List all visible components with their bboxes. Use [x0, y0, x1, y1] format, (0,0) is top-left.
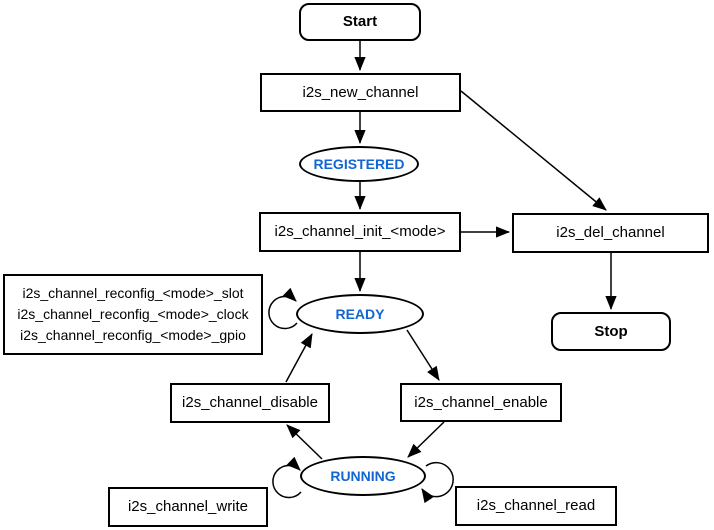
node-i2s-channel-write: i2s_channel_write — [108, 487, 268, 527]
node-i2s-new-channel: i2s_new_channel — [260, 73, 461, 112]
reconfig-slot-label: i2s_channel_reconfig_<mode>_slot — [22, 285, 244, 301]
state-running-label: RUNNING — [330, 467, 396, 484]
node-i2s-channel-enable-label: i2s_channel_enable — [414, 393, 548, 411]
state-registered: REGISTERED — [299, 146, 419, 182]
state-running: RUNNING — [300, 456, 426, 496]
node-reconfig-functions: i2s_channel_reconfig_<mode>_slot i2s_cha… — [3, 274, 263, 355]
arrow-disable-to-ready — [285, 333, 313, 383]
node-i2s-del-channel: i2s_del_channel — [512, 213, 709, 253]
node-i2s-new-channel-label: i2s_new_channel — [302, 83, 419, 101]
state-ready-label: READY — [335, 305, 385, 322]
arrow-ready-to-enable — [406, 329, 440, 381]
node-i2s-channel-read-label: i2s_channel_read — [476, 497, 596, 514]
node-i2s-channel-disable-label: i2s_channel_disable — [182, 394, 318, 411]
node-i2s-channel-disable: i2s_channel_disable — [170, 383, 330, 423]
reconfig-gpio-label: i2s_channel_reconfig_<mode>_gpio — [20, 327, 246, 343]
node-i2s-channel-read: i2s_channel_read — [455, 486, 617, 526]
running-left-self-loop — [272, 456, 302, 499]
node-start: Start — [299, 3, 421, 41]
node-i2s-channel-init-label: i2s_channel_init_<mode> — [274, 223, 446, 240]
node-i2s-del-channel-label: i2s_del_channel — [556, 224, 665, 241]
arrow-running-to-disable — [286, 424, 323, 460]
node-i2s-channel-enable: i2s_channel_enable — [400, 383, 562, 422]
state-ready: READY — [296, 294, 424, 334]
running-right-self-loop — [421, 461, 454, 504]
ready-self-loop — [268, 287, 298, 330]
reconfig-clock-label: i2s_channel_reconfig_<mode>_clock — [17, 306, 249, 322]
arrow-new-channel-to-del-channel — [460, 90, 607, 211]
state-registered-label: REGISTERED — [313, 155, 405, 172]
node-i2s-channel-write-label: i2s_channel_write — [127, 498, 249, 515]
node-stop: Stop — [551, 312, 671, 351]
arrow-enable-to-running — [407, 421, 445, 458]
node-stop-label: Stop — [594, 322, 628, 340]
node-start-label: Start — [342, 13, 378, 30]
node-i2s-channel-init: i2s_channel_init_<mode> — [259, 212, 461, 252]
